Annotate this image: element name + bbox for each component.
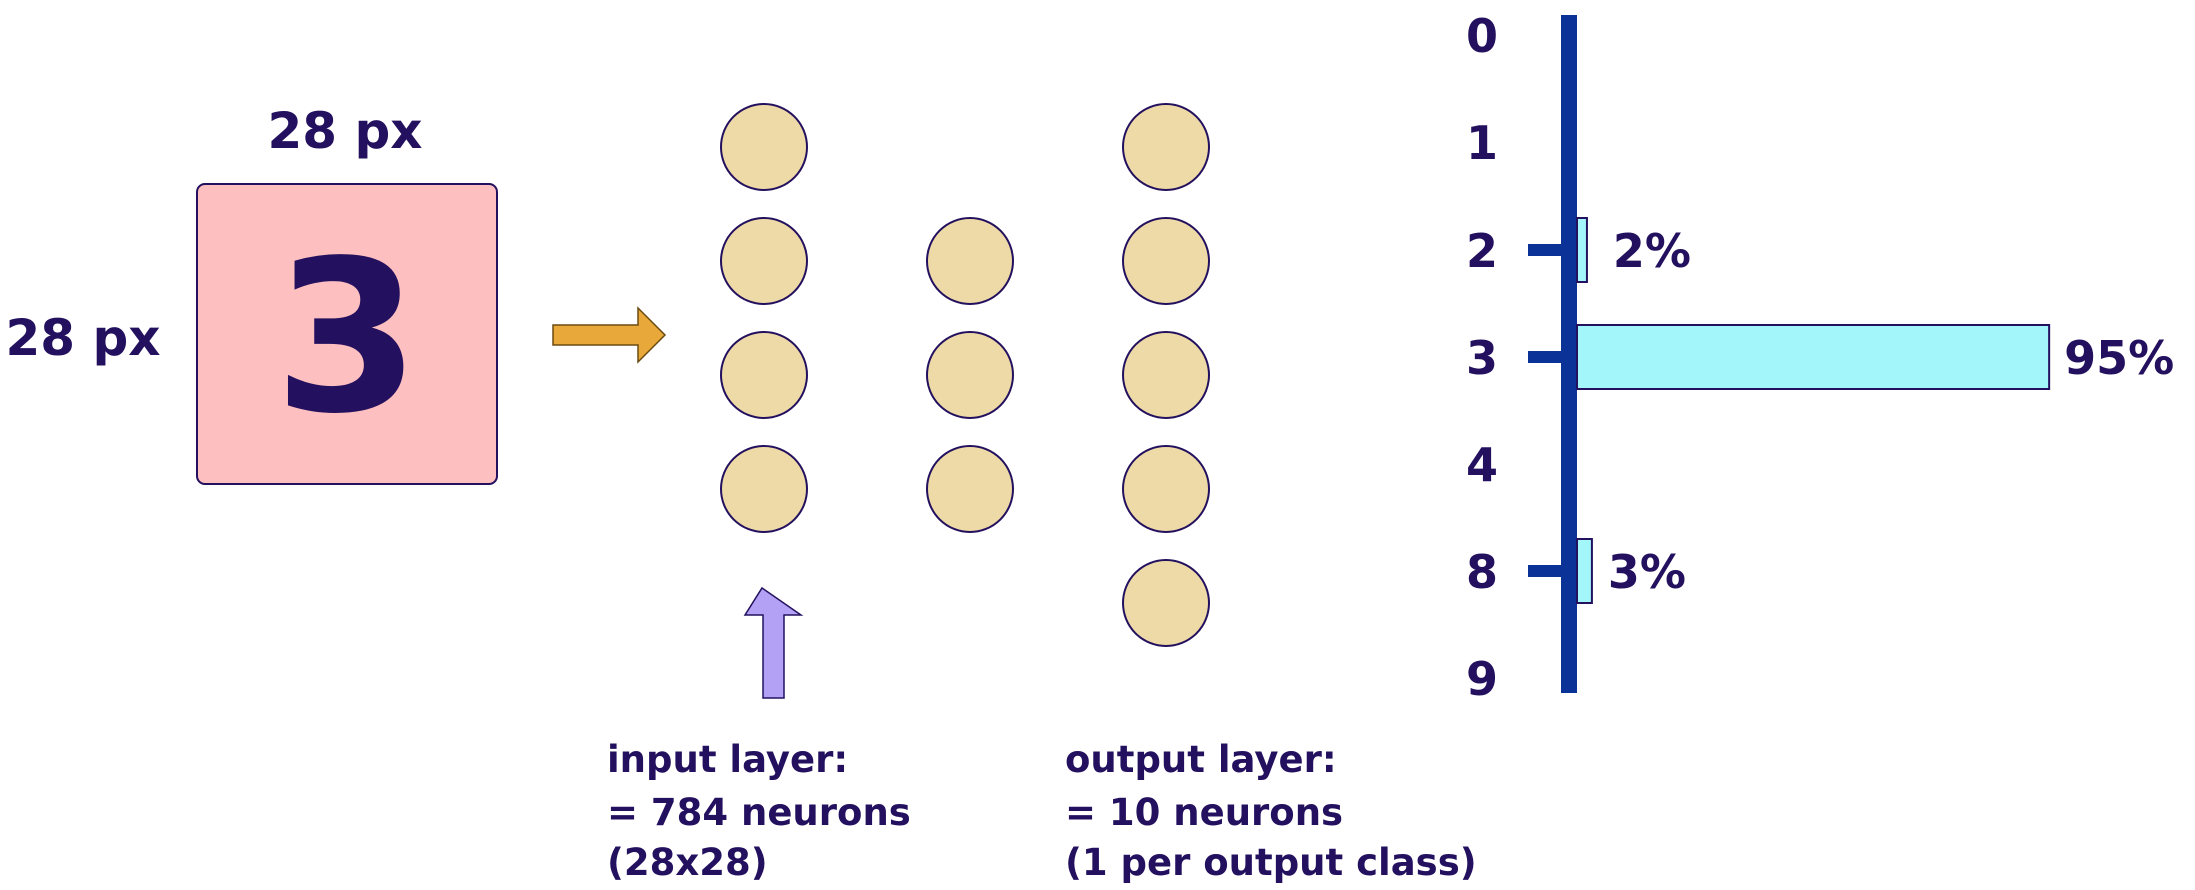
output-caption-line-3: (1 per output class) [1065,841,1477,884]
output-probability-chart: 0 1 2 2% 3 95% 4 8 3% 9 [1466,9,2174,706]
class-label: 9 [1466,652,1498,706]
output-caption-line-2: = 10 neurons [1065,791,1343,834]
axis-tick [1528,565,1564,577]
input-caption-line-1: input layer: [607,738,848,781]
class-label: 3 [1466,331,1498,385]
image-height-label: 28 px [5,309,160,367]
hidden-neuron [926,331,1014,419]
output-neuron [1122,331,1210,419]
class-label: 1 [1466,116,1498,170]
input-neuron [720,217,808,305]
probability-label: 3% [1608,545,1686,599]
input-caption-line-2: = 784 neurons [607,791,911,834]
output-neuron [1122,445,1210,533]
input-neuron [720,331,808,419]
class-label: 2 [1466,224,1498,278]
probability-label: 95% [2064,331,2174,385]
neural-network [720,103,1210,647]
input-layer-caption: input layer: = 784 neurons (28x28) [607,738,911,884]
probability-label: 2% [1613,224,1691,278]
axis-tick [1528,244,1564,256]
input-neuron [720,445,808,533]
class-label: 0 [1466,9,1498,63]
probability-bar [1576,538,1593,604]
class-label: 8 [1466,545,1498,599]
probability-bar [1576,324,2051,390]
probability-bar [1576,217,1588,283]
class-label: 4 [1466,438,1498,492]
hidden-neuron [926,445,1014,533]
input-caption-line-3: (28x28) [607,841,768,884]
input-neuron [720,103,808,191]
output-caption-line-1: output layer: [1065,738,1337,781]
hidden-neuron [926,217,1014,305]
output-neuron [1122,559,1210,647]
axis-tick [1528,351,1564,363]
input-image: 28 px 28 px 3 [5,102,498,485]
output-layer-caption: output layer: = 10 neurons (1 per output… [1065,738,1477,884]
output-neuron [1122,103,1210,191]
output-neuron [1122,217,1210,305]
chart-axis [1561,15,1577,693]
digit-image-box [196,183,498,485]
image-width-label: 28 px [267,102,422,160]
right-arrow-icon [552,306,667,364]
digit-glyph: 3 [274,215,420,460]
up-arrow-icon [743,586,804,699]
